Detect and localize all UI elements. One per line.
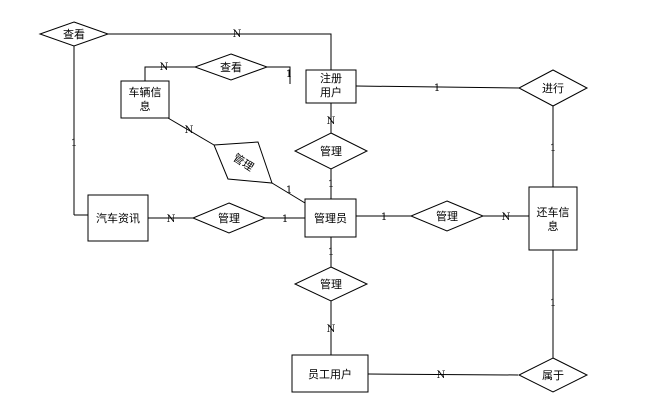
- cardinality-label: 1: [286, 69, 292, 80]
- entity-label: 汽车资讯: [96, 211, 140, 225]
- cardinality-label: N: [327, 116, 336, 127]
- relation-label: 管理: [218, 211, 240, 225]
- cardinality-label: 1: [381, 212, 387, 223]
- relation-manage-staff[interactable]: 管理: [293, 266, 369, 302]
- entity-return-info[interactable]: 还车信 息: [528, 186, 578, 251]
- entity-label: 员工用户: [308, 367, 352, 381]
- cardinality-label: 1: [550, 298, 556, 309]
- cardinality-label: 1: [71, 138, 77, 149]
- relation-manage-vehicle[interactable]: 管理: [213, 141, 273, 184]
- relation-belong[interactable]: 属于: [517, 357, 589, 393]
- entity-label: 管理员: [314, 211, 347, 225]
- relation-manage-car[interactable]: 管理: [191, 202, 267, 234]
- relation-proceed[interactable]: 进行: [517, 69, 589, 107]
- cardinality-label: 1: [550, 143, 556, 154]
- cardinality-label: 1: [434, 83, 440, 94]
- cardinality-label: 1: [286, 185, 292, 196]
- cardinality-label: N: [167, 214, 176, 225]
- cardinality-label: N: [160, 62, 169, 73]
- entity-label-line-2: 用户: [320, 85, 342, 99]
- cardinality-label: 1: [282, 214, 288, 225]
- cardinality-label: N: [185, 125, 194, 136]
- relation-label: 查看: [63, 27, 85, 41]
- cardinality-labels: N 1 N 1 1 1 N 1 N 1 N 1 1 N 1 1 N N: [71, 29, 556, 381]
- entity-staff-user[interactable]: 员工用户: [291, 354, 369, 393]
- relation-label: 管理: [320, 144, 342, 158]
- entity-car-info[interactable]: 汽车资讯: [87, 194, 149, 242]
- cardinality-label: 1: [328, 247, 334, 258]
- entity-label-line-2: 息: [548, 219, 559, 233]
- entity-label-line-2: 息: [140, 99, 151, 113]
- cardinality-label: 1: [328, 179, 334, 190]
- cardinality-label: N: [502, 212, 511, 223]
- relation-manage-return[interactable]: 管理: [409, 200, 485, 232]
- relation-label: 管理: [320, 277, 342, 291]
- entity-label-line-1: 注册: [320, 71, 342, 85]
- relation-label: 进行: [542, 82, 564, 95]
- connector-lines: [73, 33, 554, 376]
- cardinality-label: N: [233, 29, 242, 40]
- relation-view-top[interactable]: 查看: [38, 21, 110, 47]
- relation-manage-user[interactable]: 管理: [293, 132, 369, 170]
- entity-label-line-1: 还车信: [537, 205, 570, 219]
- entity-label-line-1: 车辆信: [129, 85, 162, 99]
- relation-label: 管理: [436, 209, 458, 223]
- entity-vehicle-info[interactable]: 车辆信 息: [120, 80, 170, 119]
- relation-label: 查看: [220, 60, 242, 74]
- relation-view-mid[interactable]: 查看: [193, 53, 269, 81]
- cardinality-label: N: [327, 324, 336, 335]
- cardinality-label: N: [437, 370, 446, 381]
- relation-label: 属于: [542, 369, 564, 382]
- entity-registered-user[interactable]: 注册 用户: [305, 69, 357, 104]
- entity-admin[interactable]: 管理员: [304, 198, 357, 238]
